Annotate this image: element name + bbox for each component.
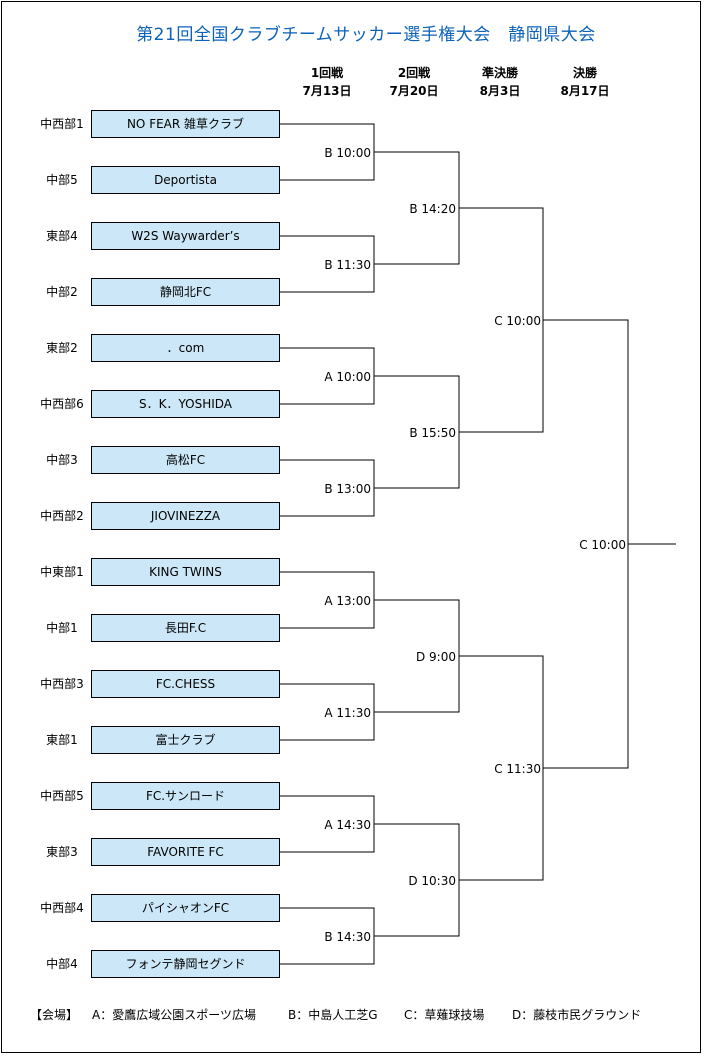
round-header-2: 2回戦 7月20日 [374, 64, 454, 100]
team-region: 中西部3 [40, 677, 84, 691]
team-slot: NO FEAR 雑草クラブ [91, 110, 280, 138]
team-slot: FC.サンロード [91, 782, 280, 810]
team-region: 中部5 [46, 173, 78, 187]
round-name: 決勝 [572, 66, 597, 80]
team-slot: パイシャオンFC [91, 894, 280, 922]
round-header-final: 決勝 8月17日 [545, 64, 625, 100]
match-label-semifinal: C 11:30 [494, 762, 541, 776]
round-header-1: 1回戦 7月13日 [287, 64, 367, 100]
venue-legend-item: D：藤枝市民グラウンド [512, 1008, 642, 1022]
match-label-final: C 10:00 [579, 538, 626, 552]
team-slot: フォンテ静岡セグンド [91, 950, 280, 978]
match-label-r1: B 13:00 [324, 482, 371, 496]
team-region: 中西部6 [40, 397, 84, 411]
match-label-r1: B 14:30 [324, 930, 371, 944]
team-region: 中西部2 [40, 509, 84, 523]
match-label-r2: D 9:00 [415, 650, 456, 664]
team-region: 中部2 [46, 285, 78, 299]
team-region: 中部1 [46, 621, 78, 635]
venue-legend-item: B：中島人工芝G [288, 1008, 378, 1022]
match-label-r1: A 14:30 [324, 818, 371, 832]
team-region: 中東部1 [40, 565, 84, 579]
match-label-r1: A 13:00 [324, 594, 371, 608]
team-region: 中西部4 [40, 901, 84, 915]
team-slot: W2S Waywarder’s [91, 222, 280, 250]
team-slot: FC.CHESS [91, 670, 280, 698]
round-date: 7月20日 [389, 84, 439, 98]
team-slot: 静岡北FC [91, 278, 280, 306]
team-slot: 長田F.C [91, 614, 280, 642]
match-label-r2: B 14:20 [409, 202, 456, 216]
match-label-r1: A 11:30 [324, 706, 371, 720]
match-label-r1: A 10:00 [324, 370, 371, 384]
round-date: 7月13日 [302, 84, 352, 98]
team-slot: 高松FC [91, 446, 280, 474]
match-label-r2: D 10:30 [408, 874, 456, 888]
match-label-semifinal: C 10:00 [494, 314, 541, 328]
round-date: 8月3日 [479, 84, 521, 98]
round-header-semifinal: 準決勝 8月3日 [460, 64, 540, 100]
team-region: 中西部5 [40, 789, 84, 803]
team-slot: ．com [91, 334, 280, 362]
match-label-r1: B 11:30 [324, 258, 371, 272]
team-region: 中部3 [46, 453, 78, 467]
venue-legend-item: C：草薙球技場 [404, 1008, 485, 1022]
team-region: 東部3 [46, 845, 78, 859]
match-label-r1: B 10:00 [324, 146, 371, 160]
team-slot: KING TWINS [91, 558, 280, 586]
team-slot: Deportista [91, 166, 280, 194]
round-name: 2回戦 [397, 66, 431, 80]
team-region: 東部4 [46, 229, 78, 243]
round-date: 8月17日 [560, 84, 610, 98]
team-region: 中西部1 [40, 117, 84, 131]
team-slot: FAVORITE FC [91, 838, 280, 866]
team-slot: JIOVINEZZA [91, 502, 280, 530]
venue-legend-item: A：愛鷹広域公園スポーツ広場 [92, 1008, 256, 1022]
team-slot: 富士クラブ [91, 726, 280, 754]
venue-legend-label: 【会場】 [30, 1008, 79, 1022]
team-region: 中部4 [46, 957, 78, 971]
round-name: 1回戦 [310, 66, 344, 80]
page-title: 第21回全国クラブチームサッカー選手権大会 静岡県大会 [136, 25, 596, 45]
team-region: 東部2 [46, 341, 78, 355]
match-label-r2: B 15:50 [409, 426, 456, 440]
team-region: 東部1 [46, 733, 78, 747]
team-slot: S．K．YOSHIDA [91, 390, 280, 418]
round-name: 準決勝 [481, 66, 518, 80]
